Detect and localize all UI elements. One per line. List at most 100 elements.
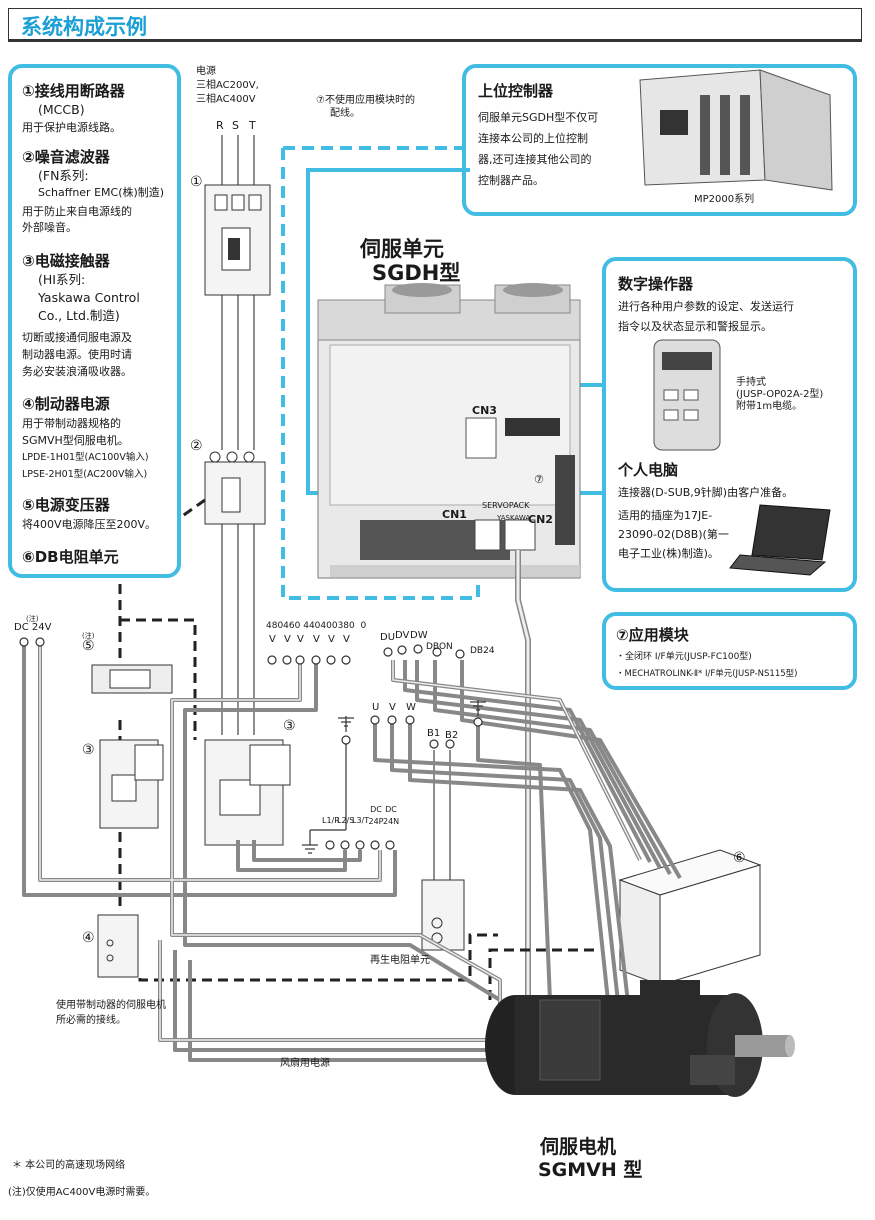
pc-desc3: 23090-02(D8B)(第一 xyxy=(618,528,729,541)
term-l2s: L2/S xyxy=(337,816,355,825)
item1-title: ①接线用断路器 xyxy=(22,82,125,100)
item4-desc1: 用于带制动器规格的 xyxy=(22,417,121,430)
handheld-cable: 附带1m电缆。 xyxy=(736,401,803,412)
operator-title: 数字操作器 xyxy=(618,275,694,293)
cn1-label: CN1 xyxy=(442,508,467,521)
item3-title: ③电磁接触器 xyxy=(22,252,110,270)
term-dbon: DBON xyxy=(426,642,453,652)
tap-voltages: 480460 440400380 0 xyxy=(266,621,367,631)
item3-sub2: Yaskawa Control xyxy=(38,290,140,305)
item4-desc2: SGMVH型伺服电机。 xyxy=(22,434,129,447)
section-header: 系统构成示例 xyxy=(8,8,862,42)
cn2-label: CN2 xyxy=(528,513,553,526)
transformer-note: (注) xyxy=(82,632,95,640)
note7-line1: ⑦不使用应用模块时的 xyxy=(316,95,415,106)
transformer-graphic xyxy=(91,664,173,694)
controller-desc3: 器,还可连接其他公司的 xyxy=(478,153,592,166)
section-title: 系统构成示例 xyxy=(21,15,147,39)
item5-title: ⑤电源变压器 xyxy=(22,496,110,514)
term-l3t: L3/T xyxy=(352,816,370,825)
term-db24: DB24 xyxy=(470,646,495,656)
power-ac400: 三相AC400V xyxy=(196,94,256,105)
note7-line2: 配线。 xyxy=(330,108,360,119)
callout-3-left: ③ xyxy=(82,742,95,758)
item1-desc: 用于保护电源线路。 xyxy=(22,121,121,134)
controller-caption: MP2000系列 xyxy=(694,194,755,205)
brake-power-graphic xyxy=(97,914,139,978)
item4-desc3: LPDE-1H01型(AC100V输入) xyxy=(22,452,149,463)
item4-title: ④制动器电源 xyxy=(22,395,110,413)
v-380: V xyxy=(328,634,335,645)
item2-sub2: Schaffner EMC(株)制造) xyxy=(38,186,165,199)
item2-sub1: (FN系列: xyxy=(38,168,89,183)
pc-desc2: 适用的插座为17JE- xyxy=(618,509,713,522)
callout-1: ① xyxy=(190,174,203,190)
module-item2: ・MECHATROLINK-Ⅱ* I/F单元(JUSP-NS115型) xyxy=(616,669,798,679)
v-400: V xyxy=(313,634,320,645)
servo-unit-title: 伺服单元 xyxy=(360,237,444,261)
term-dc24p: DC 24P xyxy=(368,805,384,826)
motor-model: SGMVH 型 xyxy=(538,1159,643,1181)
item3-sub3: Co., Ltd.制造) xyxy=(38,308,120,323)
db-resistor-graphic xyxy=(618,849,762,986)
phase-t: T xyxy=(249,119,256,132)
item4-desc4: LPSE-2H01型(AC200V输入) xyxy=(22,469,148,480)
callout-3-right: ③ xyxy=(283,718,296,734)
pc-title: 个人电脑 xyxy=(618,461,679,479)
footnote-ac400: (注)仅使用AC400V电源时需要。 xyxy=(8,1187,156,1198)
servo-unit-model: SGDH型 xyxy=(372,261,461,285)
term-du: DU xyxy=(380,632,396,643)
brake-note-line2: 所必需的接线。 xyxy=(56,1015,126,1026)
noise-filter-graphic xyxy=(204,451,266,525)
term-dc24n: DC 24N xyxy=(383,805,400,826)
term-u: U xyxy=(372,702,380,713)
callout-2: ② xyxy=(190,438,203,454)
power-ac200: 三相AC200V, xyxy=(196,80,259,91)
operator-desc2: 指令以及状态显示和警报显示。 xyxy=(618,320,772,333)
pc-desc1: 连接器(D-SUB,9针脚)由客户准备。 xyxy=(618,486,794,499)
cn3-label: CN3 xyxy=(472,404,497,417)
term-w: W xyxy=(406,702,416,713)
term-l1r: L1/R xyxy=(322,816,340,825)
v-0: V xyxy=(343,634,350,645)
servopack-brand: SERVOPACK xyxy=(482,501,530,510)
laptop-graphic xyxy=(729,504,831,576)
item3-desc3: 务必安装浪涌吸收器。 xyxy=(22,365,132,378)
operator-box: 数字操作器 进行各种用户参数的设定、发送运行 指令以及状态显示和警报显示。 手持… xyxy=(602,257,857,592)
handheld-model: (JUSP-OP02A-2型) xyxy=(736,389,824,400)
motor-title: 伺服电机 xyxy=(540,1136,617,1158)
term-v: V xyxy=(389,702,396,713)
breaker-graphic xyxy=(204,184,271,296)
digital-operator-graphic xyxy=(653,339,721,451)
contactor-right-graphic xyxy=(204,739,291,846)
item2-desc2: 外部噪音。 xyxy=(22,221,77,234)
callout-6: ⑥ xyxy=(733,850,746,866)
operator-desc1: 进行各种用户参数的设定、发送运行 xyxy=(618,300,794,313)
module-connector-label: ⑦ xyxy=(534,473,544,486)
fan-power-label: 风扇用电源 xyxy=(280,1058,330,1069)
servo-unit-graphic xyxy=(317,283,581,579)
module-item1: ・全闭环 I/F单元(JUSP-FC100型) xyxy=(616,652,752,662)
contactor-left-graphic xyxy=(99,739,164,829)
item2-title: ②噪音滤波器 xyxy=(22,148,110,166)
phase-r: R xyxy=(216,119,224,132)
dc24-note: (注) xyxy=(26,615,39,623)
servo-motor-graphic xyxy=(485,980,795,1097)
phase-s: S xyxy=(232,119,239,132)
regen-label: 再生电阻单元 xyxy=(370,955,430,966)
module-box: ⑦应用模块 ・全闭环 I/F单元(JUSP-FC100型) ・MECHATROL… xyxy=(602,612,857,690)
v-440: V xyxy=(297,634,304,645)
power-label: 电源 xyxy=(196,66,216,77)
term-dv: DV xyxy=(395,630,410,641)
term-b2: B2 xyxy=(445,730,459,741)
handheld-label: 手持式 xyxy=(736,377,766,388)
item3-desc1: 切断或接通伺服电源及 xyxy=(22,331,132,344)
components-box: ①接线用断路器 (MCCB) 用于保护电源线路。 ②噪音滤波器 (FN系列: S… xyxy=(8,64,181,578)
item3-sub1: (HI系列: xyxy=(38,272,86,287)
yaskawa-brand: YASKAWA xyxy=(497,514,531,522)
item1-sub: (MCCB) xyxy=(38,102,85,117)
item3-desc2: 制动器电源。使用时请 xyxy=(22,348,132,361)
module-title: ⑦应用模块 xyxy=(616,626,689,644)
item5-desc: 将400V电源降压至200V。 xyxy=(22,518,157,531)
